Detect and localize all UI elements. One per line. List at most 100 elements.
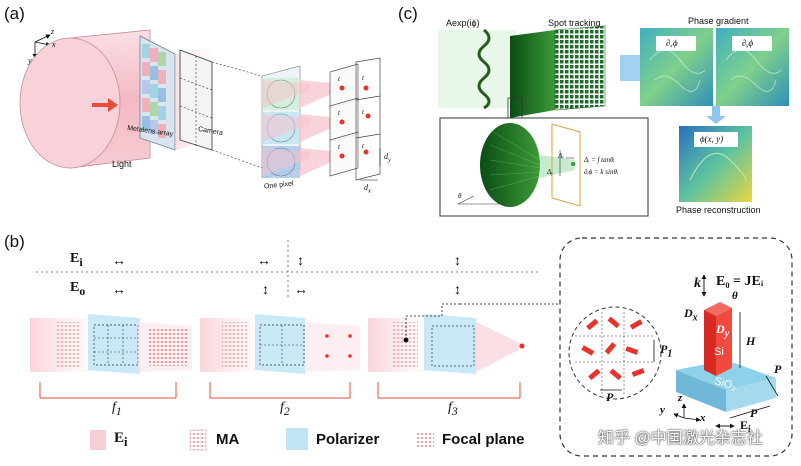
legend-ei-subscript: i: [124, 435, 128, 449]
eo-subscript: o: [79, 284, 86, 298]
axis-z-label: z: [51, 27, 55, 36]
height-label: H: [746, 334, 756, 348]
legend-icons: [90, 428, 434, 451]
dy-symbol: d: [384, 152, 388, 161]
dy-label: dy: [384, 152, 391, 164]
light-label: Light: [112, 159, 132, 169]
watermark-text: 知乎 @中国激光杂志社: [598, 430, 763, 447]
camera-sensor: [179, 49, 213, 151]
p1-symbol: P: [660, 342, 668, 356]
p-bottom-label: P: [606, 390, 614, 404]
zoom-inset: [439, 97, 649, 217]
legend-polarizer: Polarizer: [316, 431, 380, 448]
polarization-arrow: ↔: [112, 281, 126, 297]
legend-ma-swatch: [189, 429, 207, 451]
panel-a-label: (a): [4, 4, 25, 23]
dx-inset-subscript: x: [692, 312, 698, 324]
polarization-arrow: ↕: [297, 252, 304, 268]
light-beam-cylinder: [19, 29, 151, 169]
spot-label: t: [362, 108, 364, 116]
optical-train-3: [368, 303, 525, 399]
panel-c-label: (c): [398, 4, 418, 23]
f2-subscript: 2: [283, 404, 290, 418]
legend-ei: Ei: [114, 430, 128, 450]
ei-inset-label: Ei: [740, 418, 751, 435]
dy-inset-subscript: y: [724, 328, 730, 340]
dy-subscript: y: [388, 156, 391, 164]
phase-gradient-images: [640, 28, 789, 202]
f1-subscript: 1: [115, 404, 122, 418]
legend-focal-swatch: [416, 432, 434, 448]
grad-y-label: ∂ᵧϕ: [742, 38, 754, 48]
theta-label: θ: [458, 192, 462, 200]
legend-ei-swatch: [90, 430, 106, 450]
phase-gradient-label: Phase gradient: [688, 16, 749, 26]
ei-row-label: Ei: [70, 251, 83, 269]
spot-label: t: [338, 143, 340, 151]
dx-inset-label: Dx: [684, 306, 698, 323]
p1-label: P1: [660, 342, 672, 359]
focal-length-3: f3: [448, 400, 458, 418]
dx-subscript: x: [368, 187, 371, 195]
f3-symbol: f: [448, 400, 452, 415]
p-substrate-label: P: [750, 406, 758, 420]
optical-train-2: [200, 314, 360, 399]
equation-2: ∂ᵢϕ = k sinθᵢ: [584, 168, 618, 176]
polarization-table: [36, 240, 540, 300]
eo-equation: E₀ = JEᵢ: [716, 274, 764, 289]
polarization-arrow: ↔: [257, 252, 271, 268]
axis-x-label: x: [52, 40, 56, 49]
ei-subscript: i: [79, 255, 83, 269]
p1-subscript: 1: [667, 348, 673, 360]
f3-subscript: 3: [451, 404, 458, 418]
spot-label: t: [338, 75, 340, 83]
legend-polarizer-swatch: [286, 428, 308, 450]
axis-y-label: y: [28, 56, 32, 65]
delta-x-label: Δₓ: [558, 152, 565, 160]
spot-label: t: [338, 109, 340, 117]
spot-label: t: [362, 74, 364, 82]
equation-1: Δᵢ = f tanθᵢ: [584, 156, 615, 164]
axis-y-inset: y: [660, 404, 665, 416]
pixel-block: [261, 57, 381, 181]
wavy-wavefront: [438, 28, 516, 110]
phase-reconstruction-label: Phase reconstruction: [676, 205, 761, 215]
dx-symbol: d: [364, 183, 368, 192]
focal-length-2: f2: [280, 400, 290, 418]
si-label: Si: [714, 346, 724, 358]
metasurface-block: [510, 25, 668, 118]
delta-y-label: Δᵧ: [547, 168, 553, 176]
f2-symbol: f: [280, 400, 284, 415]
legend-ei-symbol: E: [114, 430, 125, 446]
legend-ma: MA: [216, 431, 240, 448]
phi-xy-label: ϕ(x, y): [700, 134, 724, 144]
dx-inset-symbol: D: [684, 306, 693, 320]
optical-train-1: [30, 314, 192, 399]
grad-x-label: ∂ₓϕ: [666, 38, 678, 48]
focal-length-1: f1: [112, 400, 122, 418]
spot-tracking-label: Spot tracking: [548, 18, 601, 28]
ei-symbol: E: [70, 251, 80, 266]
ei-inset-symbol: E: [740, 418, 749, 432]
meta-atom-inset: [460, 237, 793, 457]
panel-b-label: (b): [4, 232, 25, 251]
eo-symbol: E: [70, 280, 80, 295]
dy-inset-symbol: D: [716, 322, 725, 336]
polarization-arrow: ↕: [454, 252, 461, 268]
polarization-arrow: ↔: [294, 281, 308, 297]
k-vector-label: k: [694, 276, 701, 291]
theta-angle-label: θ: [732, 290, 738, 302]
aexp-label: Aexp(iϕ): [446, 18, 480, 28]
polarization-arrow: ↔: [112, 252, 126, 268]
f1-symbol: f: [112, 400, 116, 415]
legend-focal-plane: Focal plane: [442, 431, 525, 448]
spot-label: t: [362, 142, 364, 150]
polarization-arrow: ↕: [454, 281, 461, 297]
axis-x-inset: x: [700, 412, 706, 424]
eo-row-label: Eo: [70, 280, 85, 298]
dy-inset-label: Dy: [716, 322, 729, 339]
period-label: P: [774, 362, 782, 376]
dx-label: dx: [364, 183, 371, 195]
axis-z-inset: z: [678, 392, 683, 404]
